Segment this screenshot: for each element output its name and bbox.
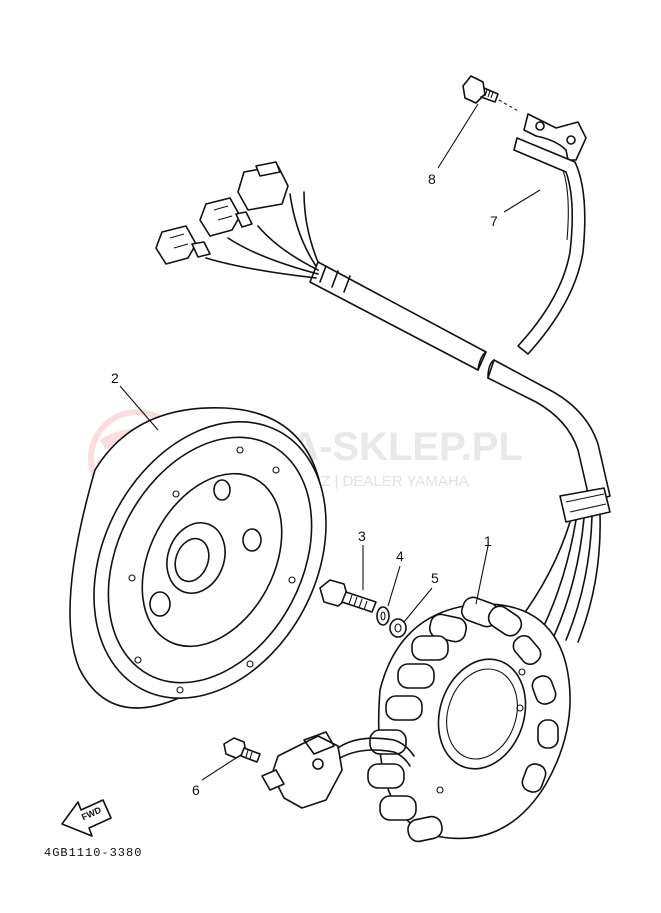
callout-7: 7 — [490, 213, 498, 229]
callout-8: 8 — [428, 171, 436, 187]
part-3-bolt — [319, 579, 377, 613]
part-2-rotor — [69, 406, 327, 709]
callout-1: 1 — [484, 533, 492, 549]
leader-lines — [119, 103, 541, 781]
callout-5: 5 — [431, 570, 439, 586]
callout-2: 2 — [111, 370, 119, 386]
wire-harness — [155, 161, 611, 643]
part-6-screw — [223, 737, 261, 763]
part-5-washer — [389, 618, 407, 638]
callouts: 1 2 3 4 5 6 7 8 — [111, 171, 498, 798]
pickup-coil — [261, 731, 415, 809]
callout-6: 6 — [192, 782, 200, 798]
part-1-stator — [367, 596, 571, 843]
part-4-washer — [376, 606, 390, 626]
fwd-arrow: FWD — [61, 799, 112, 837]
diagram-code: 4GB1110-3380 — [44, 846, 142, 860]
part-8-bolt — [462, 75, 521, 113]
callout-4: 4 — [396, 548, 404, 564]
callout-3: 3 — [358, 528, 366, 544]
stator-coils — [367, 596, 559, 843]
part-7-bracket — [513, 113, 587, 355]
